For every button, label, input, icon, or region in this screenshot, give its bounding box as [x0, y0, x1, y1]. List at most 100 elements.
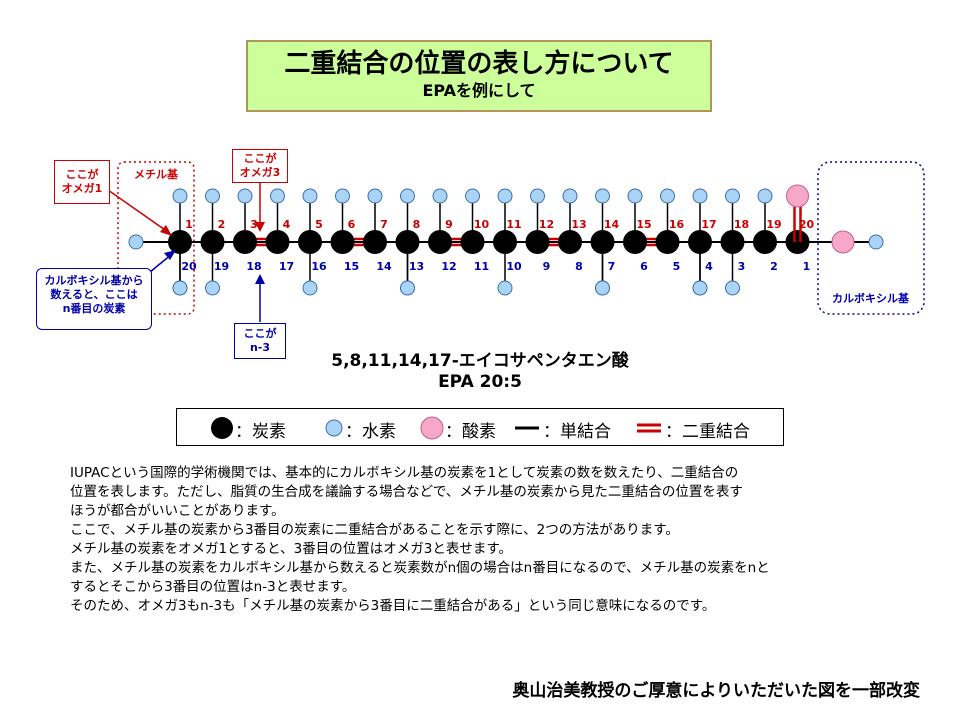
hydrogen-atom	[660, 188, 675, 204]
bottom-carbon-number: 16	[311, 260, 327, 273]
callout-n3: ここが n-3	[234, 323, 286, 359]
bottom-carbon-number: 6	[640, 260, 648, 273]
hydrogen-atom	[172, 188, 188, 204]
top-carbon-number: 13	[571, 218, 586, 231]
bottom-carbon-number: 17	[279, 260, 294, 273]
body-line: ここで、メチル基の炭素から3番目の炭素に二重結合があることを示す際に、2つの方法…	[70, 522, 679, 538]
hydrogen-atom	[692, 280, 708, 296]
bottom-carbon-number: 7	[608, 260, 616, 273]
top-carbon-number: 2	[218, 218, 226, 231]
hydrogen-atom	[562, 188, 578, 204]
carbon-atom	[655, 230, 680, 254]
bottom-carbon-number: 19	[214, 260, 229, 273]
legend-carbon-icon	[211, 417, 233, 439]
hydrogen-atom	[128, 234, 144, 250]
legend-double-label: ：二重結合	[665, 422, 750, 442]
body-line: 位置を表します。ただし、脂質の生合成を議論する場合などで、メチル基の炭素から見た…	[70, 484, 743, 500]
carbon-atom	[330, 230, 355, 254]
top-carbon-number: 11	[506, 218, 521, 231]
top-carbon-number: 15	[636, 218, 651, 231]
carbon-atom	[428, 230, 452, 254]
top-carbon-number: 8	[413, 218, 421, 231]
hydrogen-atom	[530, 188, 545, 204]
hydrogen-atom	[725, 188, 740, 204]
oxygen-atom	[831, 230, 855, 254]
legend-oxygen-label: ：酸素	[445, 422, 496, 442]
carbon-atom	[233, 230, 257, 254]
bottom-carbon-number: 20	[181, 260, 197, 273]
legend-symbols	[211, 416, 661, 440]
top-carbon-number: 18	[734, 218, 749, 231]
hydrogen-atom	[595, 188, 610, 204]
carbon-atom	[525, 230, 550, 254]
hydrogen-atom	[432, 188, 448, 204]
hydrogen-atom	[497, 188, 513, 204]
callout-carboxyl-count: カルボキシル基から 数えると、ここは n番目の炭素	[36, 268, 152, 330]
omega1-arrow	[107, 189, 169, 233]
bottom-carbon-number: 4	[705, 260, 713, 273]
bottom-carbon-number: 11	[474, 260, 489, 273]
hydrogen-atom	[302, 188, 318, 204]
hydrogen-atom	[270, 188, 285, 204]
body-line: IUPACという国際的学術機関では、基本的にカルボキシル基の炭素を1として炭素の…	[70, 465, 739, 481]
carbon-atom	[753, 230, 777, 254]
bottom-carbon-number: 2	[770, 260, 778, 273]
hydrogen-atom	[172, 280, 188, 296]
oxygen-atom	[786, 184, 809, 208]
carbon-atom	[265, 230, 290, 254]
hydrogen-atom	[205, 280, 220, 296]
top-carbon-number: 10	[474, 218, 490, 231]
top-carbon-number: 6	[348, 218, 356, 231]
legend-single-label: ：単結合	[543, 422, 611, 442]
carbon-atom	[785, 230, 810, 254]
hydrogen-atom	[868, 234, 884, 250]
bottom-carbon-number: 13	[409, 260, 424, 273]
carbon-atom	[363, 230, 387, 254]
bottom-carbon-number: 15	[344, 260, 359, 273]
methyl-group-label: メチル基	[134, 167, 179, 181]
top-carbon-number: 4	[283, 218, 291, 231]
body-text: IUPACという国際的学術機関では、基本的にカルボキシル基の炭素を1として炭素の…	[70, 464, 910, 616]
bottom-carbon-number: 3	[738, 260, 746, 273]
hydrogen-atom	[692, 188, 708, 204]
hydrogen-atom	[205, 188, 220, 204]
top-carbon-number: 12	[539, 218, 554, 231]
hydrogen-atom	[595, 280, 610, 296]
top-carbon-number: 3	[250, 218, 258, 231]
carbon-atom	[558, 230, 582, 254]
top-carbon-number: 9	[445, 218, 453, 231]
bottom-carbon-number: 9	[543, 260, 551, 273]
top-carbon-number: 17	[701, 218, 716, 231]
compound-name: 5,8,11,14,17-エイコサペンタエン酸	[331, 351, 629, 371]
legend-hydrogen-label: ：水素	[345, 422, 396, 442]
top-carbon-number: 20	[799, 218, 815, 231]
hydrogen-atom	[465, 188, 480, 204]
hydrogen-atom	[335, 188, 350, 204]
hydrogen-atom	[400, 280, 415, 296]
body-line: するとそこから3番目の位置はn-3と表せます。	[70, 579, 356, 595]
page-title: 二重結合の位置の表し方について	[284, 49, 674, 79]
hydrogen-atom	[757, 188, 773, 204]
methyl-group-box	[117, 161, 195, 315]
carbon-atom	[200, 230, 225, 254]
body-line: また、メチル基の炭素をカルボキシル基から数えると炭素数がn個の場合はn番目になる…	[70, 560, 770, 576]
carboxyl-group-label: カルボキシル基	[832, 291, 910, 305]
callout-omega3: ここが オメガ3	[232, 149, 288, 183]
top-carbon-number: 16	[669, 218, 685, 231]
carbon-atom	[623, 230, 647, 254]
top-carbon-number: 5	[315, 218, 323, 231]
hydrogen-atom	[725, 280, 740, 296]
carboxyl-group-box	[817, 161, 925, 315]
bottom-carbon-number: 5	[673, 260, 681, 273]
hydrogen-atom	[302, 280, 318, 296]
hydrogen-atom	[367, 188, 383, 204]
omega3-arrowhead	[255, 222, 265, 232]
bottom-carbon-number: 18	[246, 260, 261, 273]
hydrogen-atom	[237, 188, 253, 204]
title-box: 二重結合の位置の表し方について EPAを例にして	[246, 40, 712, 112]
carboxyl-count-arrowhead	[164, 250, 176, 260]
bottom-carbon-number: 12	[441, 260, 456, 273]
hydrogen-atom	[497, 280, 513, 296]
n3-arrowhead	[255, 274, 265, 284]
legend-hydrogen-icon	[325, 419, 343, 437]
